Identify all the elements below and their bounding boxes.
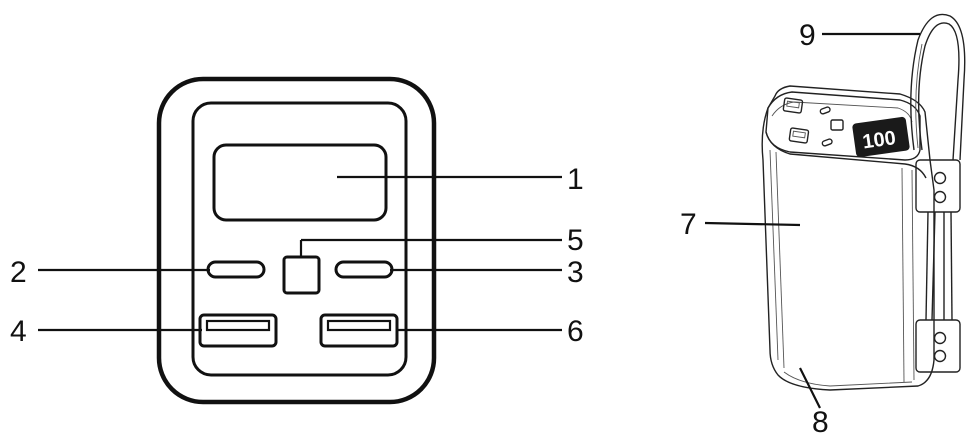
top-usb-c-port-2	[821, 138, 833, 147]
callout-8: 8	[812, 406, 829, 434]
callout-9: 9	[799, 19, 816, 52]
callout-1: 1	[567, 163, 584, 196]
callout-5: 5	[567, 224, 584, 257]
callout-7: 7	[680, 208, 697, 241]
housing-outline	[761, 85, 935, 391]
top-display-text: 100	[861, 127, 897, 153]
top-display: 100	[852, 116, 910, 158]
callout-6: 6	[567, 315, 584, 348]
top-button	[830, 119, 844, 131]
lanyard	[910, 13, 966, 373]
display-window	[212, 143, 388, 222]
side-view: 100 9 7 8	[680, 13, 966, 439]
usb-c-port-left	[206, 260, 266, 279]
usb-c-port-right	[334, 260, 394, 279]
usb-a-port-right	[319, 313, 399, 348]
callout-2: 2	[10, 256, 27, 289]
top-usb-a-port-1	[782, 97, 804, 114]
usb-a-port-left	[198, 313, 278, 348]
callout-4: 4	[10, 315, 27, 348]
callout-3-label: 3	[567, 256, 584, 289]
leader-line-7	[704, 221, 801, 227]
leader-line-8	[799, 367, 821, 409]
top-usb-c-port-1	[819, 106, 831, 115]
top-usb-a-port-2	[788, 127, 810, 144]
top-face	[765, 91, 921, 161]
power-button	[282, 255, 321, 295]
front-view: 1 5 2 3 6 2 4	[10, 76, 584, 405]
